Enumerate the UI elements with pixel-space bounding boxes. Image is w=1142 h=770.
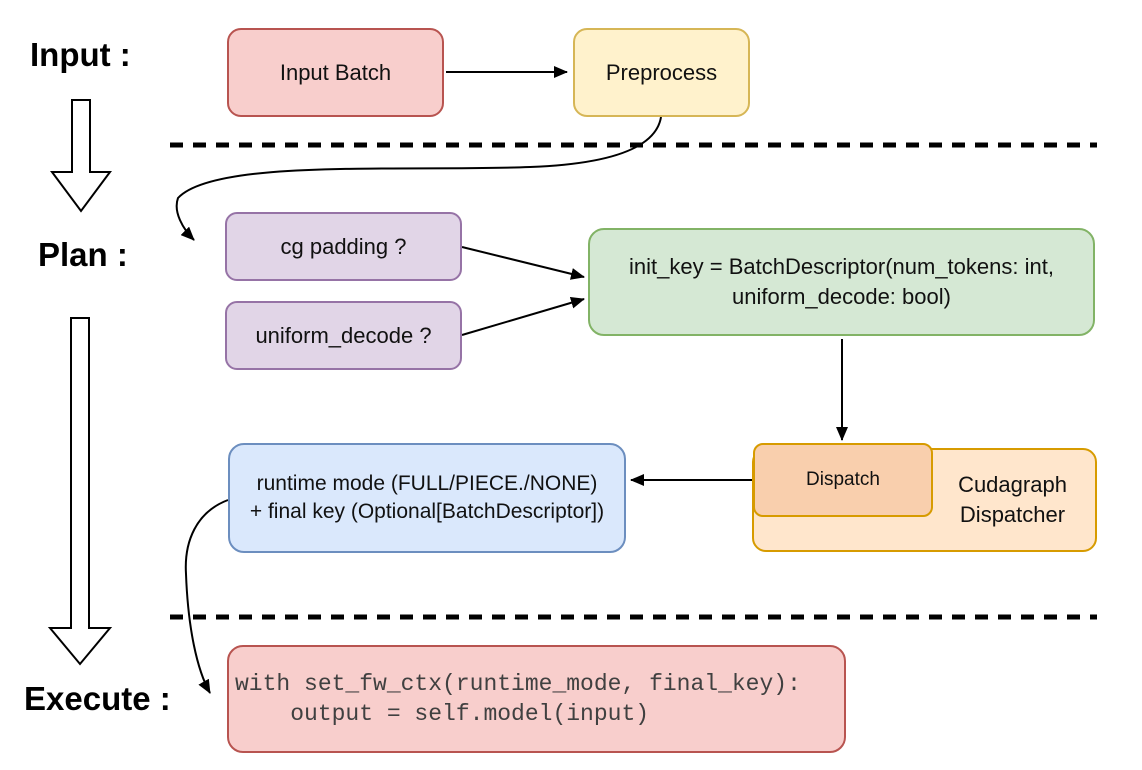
node-init-key-line2: uniform_decode: bool): [732, 284, 951, 309]
arrow-cg-padding-to-init-key: [461, 246, 585, 280]
node-cudagraph-line1: Cudagraph: [958, 472, 1067, 497]
node-runtime-line1: runtime mode (FULL/PIECE./NONE): [256, 472, 598, 495]
node-cg-padding-label: cg padding ?: [280, 233, 407, 259]
node-runtime-result: runtime mode (FULL/PIECE./NONE) + final …: [228, 443, 626, 553]
stage-label-execute: Execute :: [24, 680, 171, 717]
node-execute-code: with set_fw_ctx(runtime_mode, final_key)…: [227, 645, 846, 753]
arrow-preprocess-to-cg-padding: [175, 116, 662, 241]
node-cudagraph-line2: Dispatcher: [959, 502, 1066, 527]
node-input-batch: Input Batch: [227, 28, 444, 117]
node-cg-padding: cg padding ?: [225, 212, 462, 281]
node-runtime-result-text: runtime mode (FULL/PIECE./NONE) + final …: [250, 470, 604, 526]
node-preprocess: Preprocess: [573, 28, 750, 117]
node-input-batch-label: Input Batch: [279, 59, 392, 85]
node-uniform-decode-label: uniform_decode ?: [255, 322, 432, 348]
execute-code-line1: with set_fw_ctx(runtime_mode, final_key)…: [235, 671, 801, 697]
arrow-uniform-decode-to-init-key: [461, 296, 585, 336]
arrow-runtime-result-to-execute-code: [184, 499, 229, 694]
stage-label-input: Input :: [30, 36, 131, 73]
node-init-key: init_key = BatchDescriptor(num_tokens: i…: [588, 228, 1095, 336]
stage-arrow-input-icon: [50, 99, 112, 213]
stage-label-plan: Plan :: [38, 236, 128, 273]
node-init-key-line1: init_key = BatchDescriptor(num_tokens: i…: [629, 254, 1054, 279]
node-cudagraph-dispatcher-label: Cudagraph Dispatcher: [936, 470, 1089, 530]
stage-arrow-plan-to-execute-icon: [47, 317, 113, 666]
node-preprocess-label: Preprocess: [605, 59, 718, 85]
node-dispatch-label: Dispatch: [806, 469, 880, 490]
execute-code-line2: output = self.model(input): [235, 701, 650, 727]
execute-code-block: with set_fw_ctx(runtime_mode, final_key)…: [235, 669, 801, 729]
node-uniform-decode: uniform_decode ?: [225, 301, 462, 370]
node-runtime-line2: + final key (Optional[BatchDescriptor]): [249, 500, 605, 523]
node-dispatch: Dispatch: [753, 443, 933, 517]
node-init-key-text: init_key = BatchDescriptor(num_tokens: i…: [629, 252, 1054, 312]
